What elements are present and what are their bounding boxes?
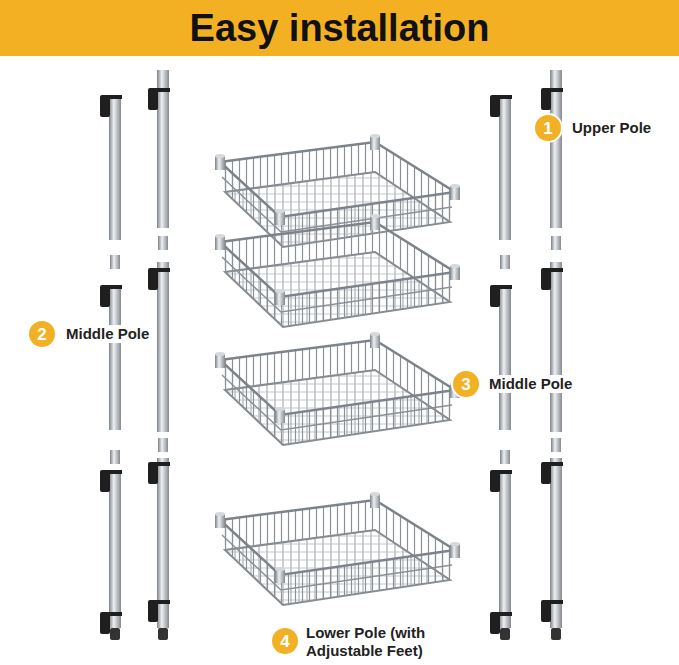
callout-circle: 4 bbox=[272, 628, 298, 654]
title-text: Easy installation bbox=[0, 0, 679, 56]
callout-number: 4 bbox=[280, 633, 289, 650]
part-label: Middle Pole bbox=[64, 325, 151, 343]
part-label: Upper Pole bbox=[570, 119, 653, 137]
callout-number: 1 bbox=[543, 120, 552, 137]
callout-circle: 1 bbox=[535, 115, 561, 141]
part-label: Lower Pole (with Adjustable Feet) bbox=[304, 624, 488, 660]
part-label: Middle Pole bbox=[487, 375, 574, 393]
callout-number: 3 bbox=[461, 376, 470, 393]
callout-circle: 2 bbox=[29, 321, 55, 347]
callout-number: 2 bbox=[37, 326, 46, 343]
callout-circle: 3 bbox=[453, 371, 479, 397]
